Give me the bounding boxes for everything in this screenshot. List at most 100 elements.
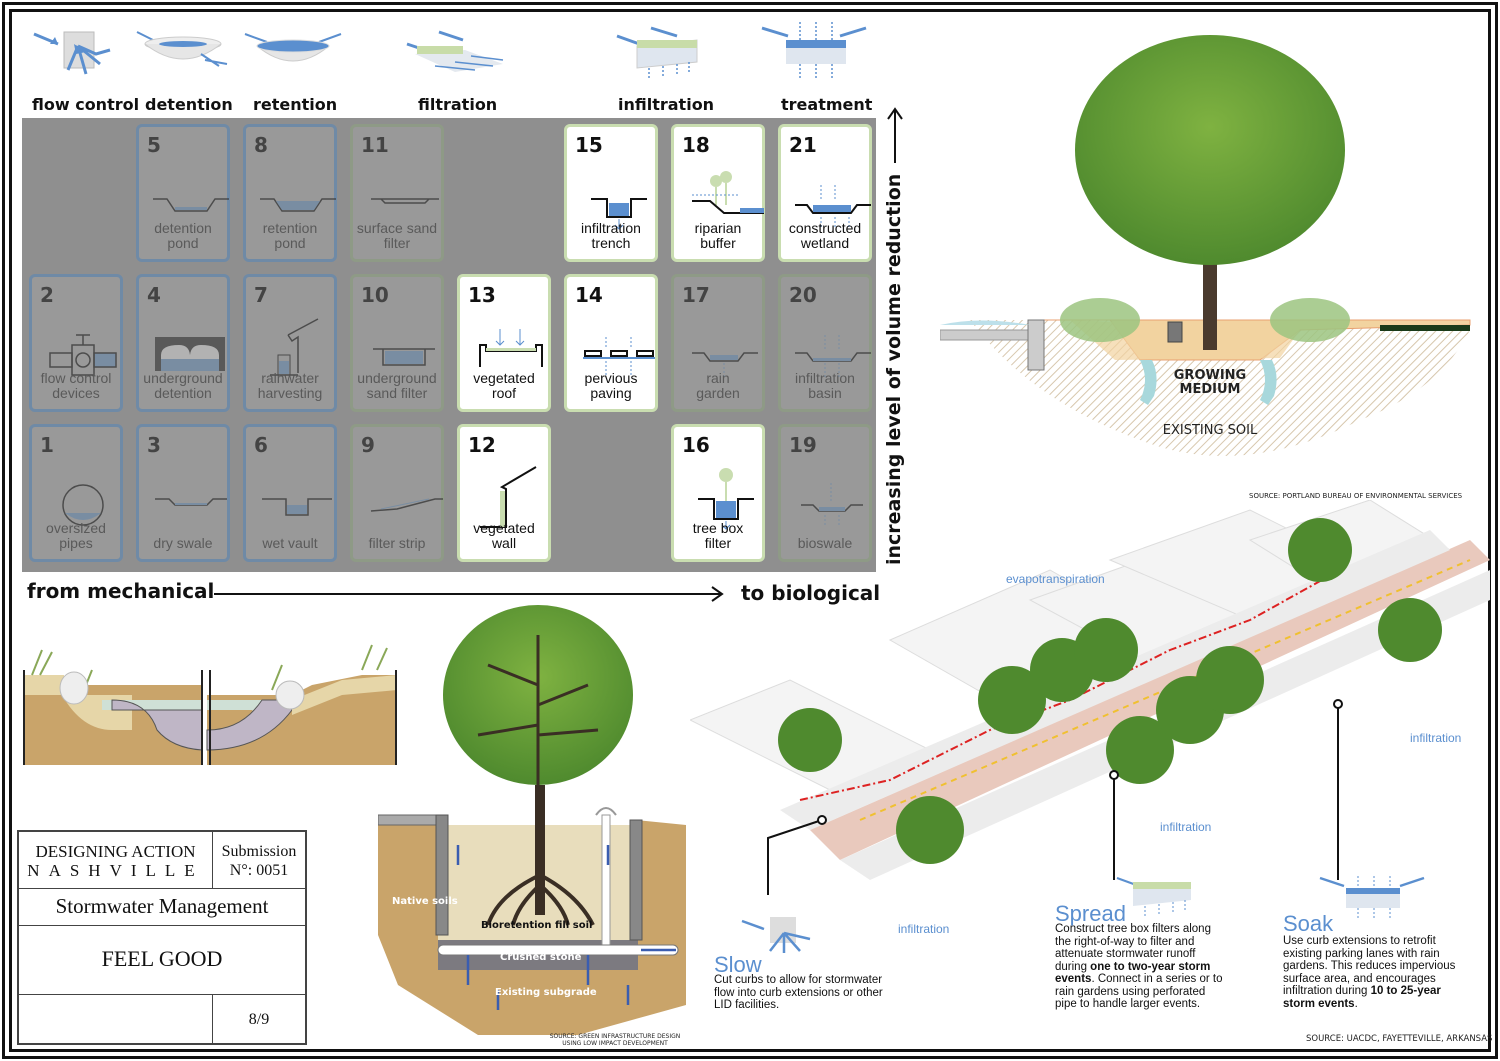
bmp-card-number: 2 [40,283,54,307]
wet-vault-icon [262,498,332,516]
inner-border [9,9,1491,1052]
valve-icon [49,334,117,376]
constructed-wetland-icon [795,185,871,229]
fill-soil-label: Bioretention fill soil [481,920,593,931]
note-spread-text-end: . Connect in a series or to rain gardens… [1055,973,1223,1010]
subject-title: Stormwater Management [19,889,305,926]
x-axis-end-label: to biological [741,581,881,605]
crushed-stone-label: Crushed stone [500,952,582,963]
note-soak-title: Soak [1283,911,1334,936]
page-number: 8/9 [248,1011,270,1028]
category-label-flow-control: flow control [32,95,140,114]
growing-medium-label: GROWING MEDIUM [1173,368,1247,397]
bmp-card-number: 9 [361,433,375,457]
pipe-icon [62,484,104,526]
riparian-buffer-icon [692,171,764,214]
bmp-card-number: 1 [40,433,54,457]
bmp-card-number: 4 [147,283,161,307]
rainwater-harvesting-icon [270,318,319,376]
bmp-card-name: dry swale [153,535,213,551]
note-soak-body: Use curb extensions to retrofit existing… [1283,935,1463,1010]
flow-control-icon [33,31,111,75]
rain-garden-icon [692,352,758,377]
spread-tree-box-icon [1116,877,1191,918]
submission-label: Submission [221,843,297,860]
category-label-retention: retention [253,95,338,114]
category-label-infiltration: infiltration [618,95,715,114]
bmp-card-number: 13 [468,283,496,307]
org-line-2: NASHVILLE [27,861,204,880]
x-axis-start-label: from mechanical [27,579,215,603]
infiltration-trench-icon [591,198,647,230]
note-soak-text: Use curb extensions to retrofit existing… [1283,935,1456,997]
tree-box-filter-icon [698,468,754,530]
source-green-infrastructure: SOURCE: GREEN INFRASTRUCTURE DESIGN USIN… [549,1033,681,1047]
tree-canopy [1075,35,1345,265]
soak-treatment-icon [1319,876,1425,920]
infiltration-basin-icon [795,335,871,377]
bmp-card-number: 17 [682,283,710,307]
x-axis-arrow-icon [214,586,724,602]
vegetated-roof-icon [479,329,543,367]
title-block: DESIGNING ACTION NASHVILLE Submission N°… [17,830,307,1045]
existing-soil-label: EXISTING SOIL [1162,423,1258,438]
retention-pond-icon [260,198,336,212]
bioswale-icon [801,483,863,527]
existing-subgrade-label: Existing subgrade [495,987,597,998]
note-spread-emphasis: one to two-year storm events [1055,960,1211,986]
evapotranspiration-label: evapotranspiration [1006,572,1105,586]
y-axis-arrow-icon [886,107,903,164]
bmp-card-number: 12 [468,433,496,457]
retention-bowl-icon [244,33,342,62]
bmp-card-name: filter strip [368,535,426,551]
bmp-card-number: 20 [789,283,817,307]
channel-section-illustration [23,644,397,765]
native-soils-label: Native soils [392,896,458,907]
pervious-paving-icon [583,337,655,375]
infiltration-icon [616,26,698,80]
street-isometric-illustration [690,500,1490,880]
bmp-card-number: 10 [361,283,389,307]
y-axis-label: increasing level of volume reduction [883,105,905,565]
bmp-card-number: 5 [147,133,161,157]
underground-detention-icon [155,337,225,371]
bmp-card-number: 18 [682,133,710,157]
note-spread-title: Spread [1055,901,1126,926]
note-soak-emphasis: 10 to 25-year storm events [1283,985,1441,1010]
bmp-card-number: 19 [789,433,817,457]
bmp-card: 19 bioswale [778,424,872,562]
slow-curb-icon [741,917,811,953]
source-portland: SOURCE: PORTLAND BUREAU OF ENVIRONMENTAL… [1249,492,1463,500]
note-soak-text-end: . [1354,997,1358,1010]
filtration-icon [406,30,504,72]
title-block-empty-cell [19,995,213,1043]
detention-pond-icon [153,198,229,212]
bmp-card-number: 8 [254,133,268,157]
bmp-card-name: bioswale [797,535,853,551]
title-block-org: DESIGNING ACTION NASHVILLE [19,832,213,889]
